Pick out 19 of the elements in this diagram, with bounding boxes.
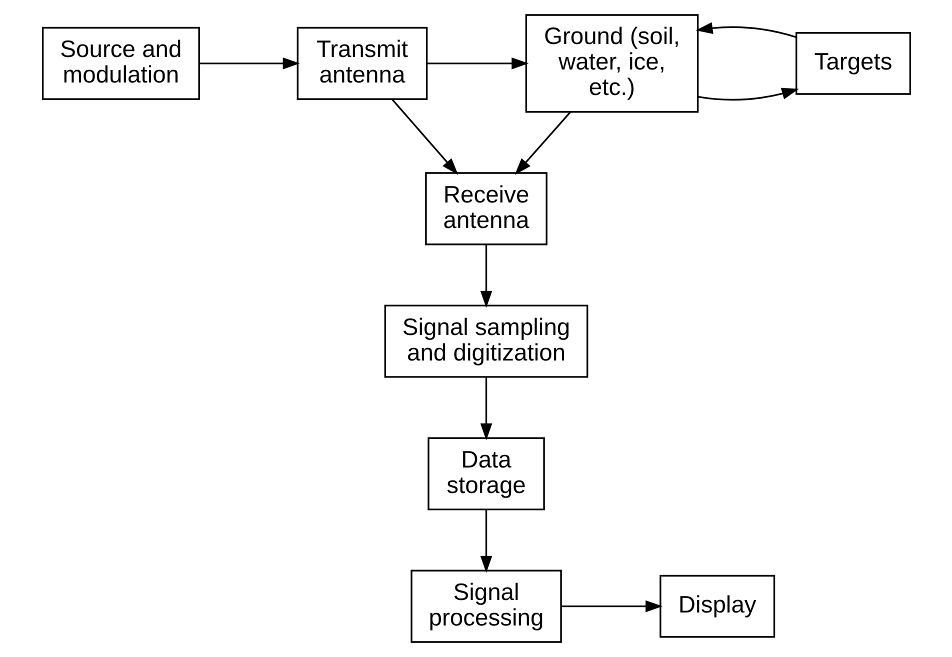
arrow: [391, 98, 458, 175]
node-box: Display: [659, 574, 775, 638]
arrow: [426, 57, 528, 70]
node-box: Ground (soil, water, ice, etc.): [524, 14, 698, 113]
arrow: [480, 378, 492, 440]
node-box: Source and modulation: [41, 26, 200, 100]
node-box: Targets: [795, 32, 911, 95]
arrow: [560, 600, 662, 612]
arrow: [695, 22, 796, 38]
arrow: [480, 245, 492, 308]
arrow: [698, 88, 798, 101]
arrow: [480, 510, 492, 573]
node-box: Data storage: [427, 437, 544, 510]
arrow: [198, 57, 300, 70]
node-box: Transmit antenna: [296, 26, 428, 100]
node-box: Signal sampling and digitization: [384, 304, 588, 378]
arrow: [514, 112, 570, 175]
node-box: Signal processing: [410, 570, 562, 643]
node-box: Receive antenna: [424, 172, 547, 246]
